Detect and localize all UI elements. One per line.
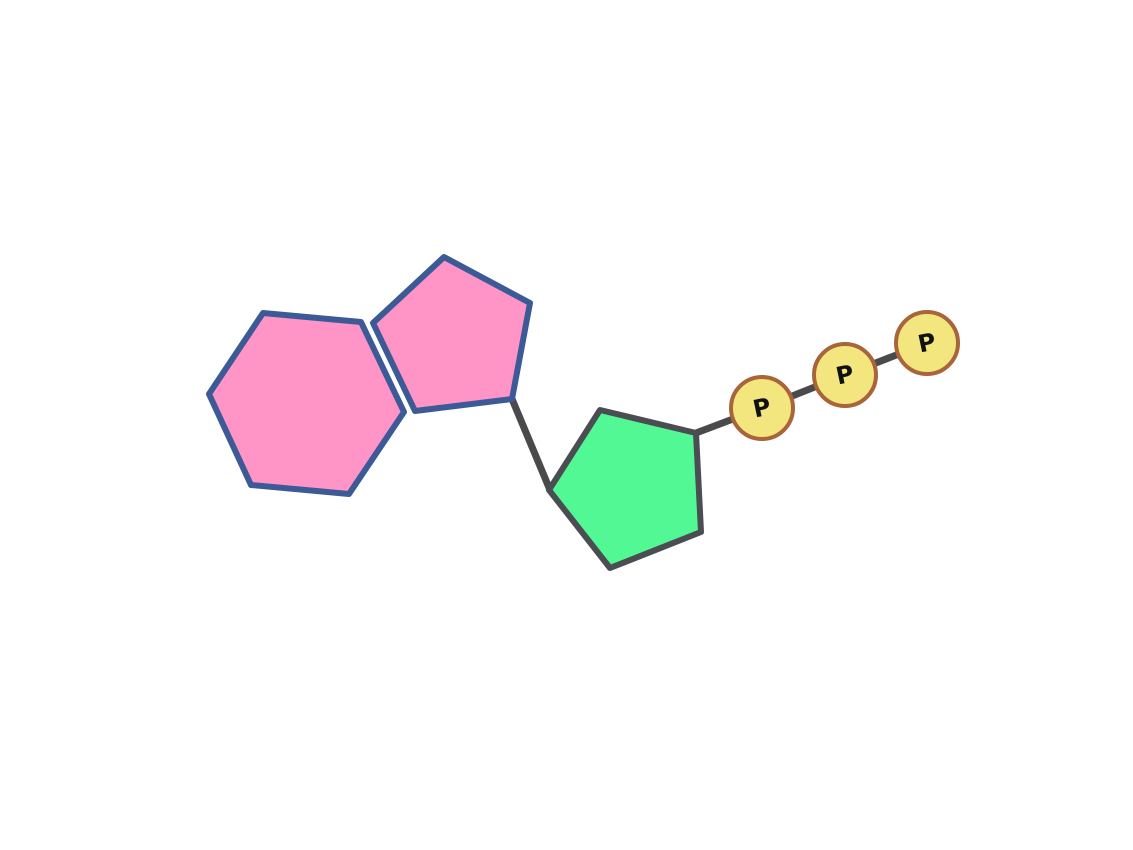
phosphate-circle: [894, 310, 960, 376]
base-six-membered-ring: [206, 310, 407, 497]
phosphate-group-2: P: [812, 342, 878, 408]
base-sugar-bond: [508, 395, 554, 494]
sugar-pentagon: [546, 407, 704, 571]
phosphate-circle: [729, 375, 795, 441]
phosphate-circle: [812, 342, 878, 408]
phosphate-label: P: [833, 359, 856, 390]
phosphate-group-3: P: [894, 310, 960, 376]
phosphate-group-1: P: [729, 375, 795, 441]
base-five-membered-ring: [370, 254, 533, 414]
phosphate-label: P: [915, 327, 938, 358]
phosphate-label: P: [750, 392, 773, 423]
